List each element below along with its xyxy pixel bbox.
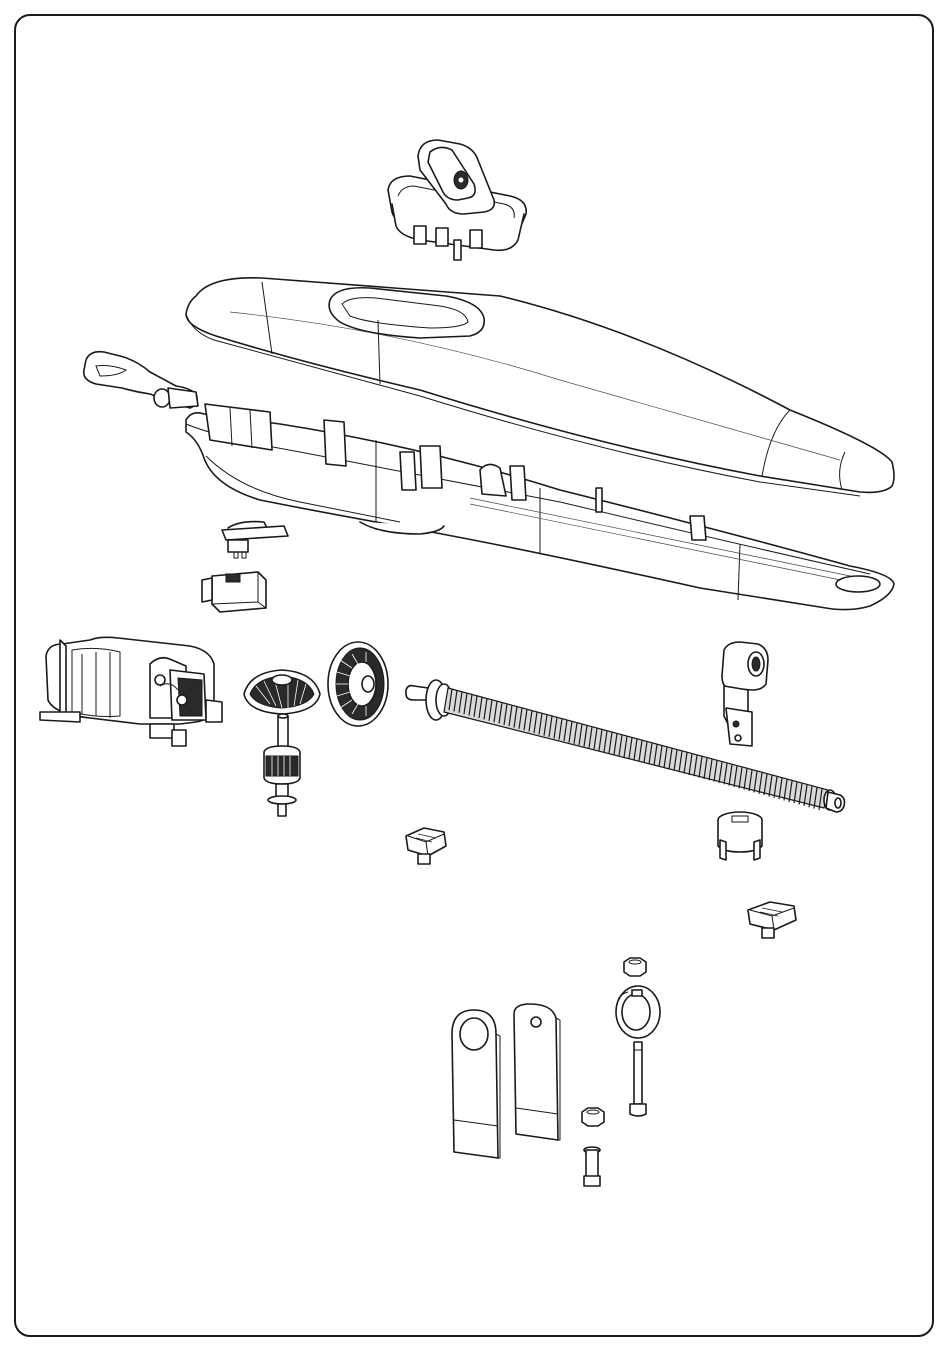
worm-screw xyxy=(406,680,845,812)
flat-bracket-hole xyxy=(514,1004,560,1140)
square-nut-right xyxy=(748,902,796,938)
bushing-cap xyxy=(718,812,762,860)
connector-block xyxy=(202,572,266,612)
limit-switch-small xyxy=(222,522,288,558)
electric-motor xyxy=(40,637,222,746)
hex-nut-small xyxy=(582,1108,604,1126)
pinion-shaft xyxy=(264,714,300,816)
nut-carriage-bracket xyxy=(722,642,768,746)
crown-gear xyxy=(328,642,388,726)
release-lever-arm xyxy=(84,352,198,408)
flat-bracket-round-end xyxy=(452,1010,500,1158)
selector-knob-assembly xyxy=(388,140,526,260)
ring-clamp xyxy=(616,986,660,1038)
hex-nut-top xyxy=(624,958,646,976)
square-nut-left xyxy=(406,828,446,864)
long-bolt xyxy=(630,1042,646,1116)
short-pin xyxy=(584,1147,600,1186)
bevel-gear xyxy=(244,670,320,714)
